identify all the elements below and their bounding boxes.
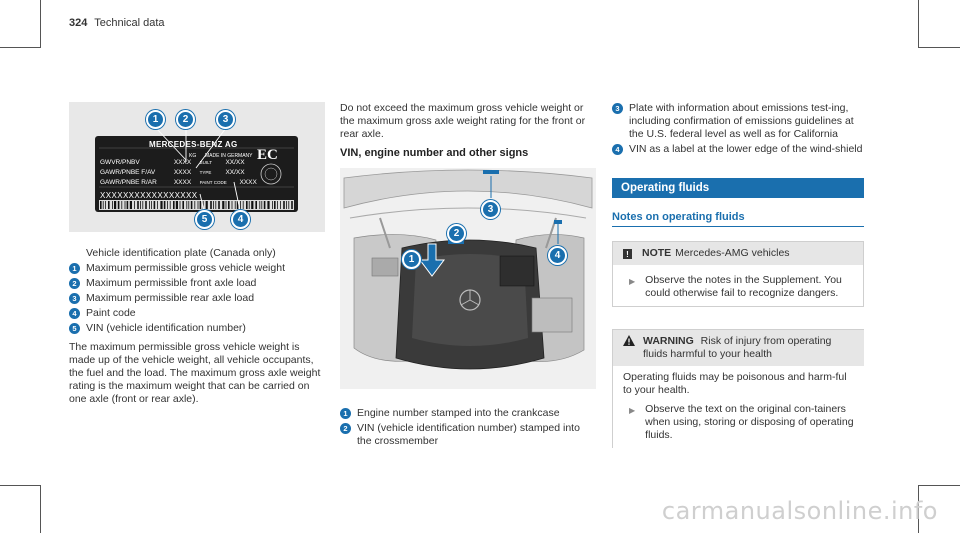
warning-text: Operating fluids may be poisonous and ha… — [623, 371, 847, 396]
warning-triangle-icon — [623, 335, 635, 346]
engine-callout-1: 1 — [402, 250, 421, 269]
plate-brand: MERCEDES-BENZ AG — [149, 140, 238, 149]
exclamation-icon: ! — [623, 249, 632, 259]
crop-mark — [0, 485, 40, 486]
callout-number: 3 — [612, 103, 623, 114]
intro-paragraph: Do not exceed the maximum gross vehicle … — [340, 102, 586, 140]
callout-number: 4 — [69, 308, 80, 319]
callout-number: 2 — [340, 423, 351, 434]
watermark: carmanualsonline.info — [661, 497, 938, 525]
plate-callout-5: 5 — [195, 210, 214, 229]
subsection-heading: Notes on operating fluids — [612, 211, 864, 227]
note-header: ! NOTE Mercedes-AMG vehicles — [613, 242, 863, 265]
engine-bay-figure: 1 2 3 4 — [340, 168, 596, 389]
section-bar: Operating fluids — [612, 178, 864, 198]
engine-callout-2: 2 — [447, 224, 466, 243]
plate-callout-3: 3 — [216, 110, 235, 129]
crop-mark — [918, 485, 919, 533]
triangle-bullet-icon: ▶ — [629, 277, 636, 286]
triangle-bullet-icon: ▶ — [629, 406, 636, 415]
plate-callout-2: 2 — [176, 110, 195, 129]
page-header: 324 Technical data — [69, 17, 165, 29]
page-number: 324 — [69, 17, 88, 29]
warning-body: Operating fluids may be poisonous and ha… — [613, 366, 864, 448]
note-body: ▶ Observe the notes in the Supplement. Y… — [613, 265, 863, 306]
plate-vin: XXXXXXXXXXXXXXXXX — [100, 191, 198, 200]
plate-callout-1: 1 — [146, 110, 165, 129]
ec-mark: EC — [257, 147, 278, 163]
plate-callout-4: 4 — [231, 210, 250, 229]
middle-column: Do not exceed the maximum gross vehicle … — [340, 102, 596, 450]
list-item: ▶ Observe the text on the original con-t… — [629, 403, 854, 441]
plate-row: GAWR/PNBE F/AV XXXX TYPE XX/XX — [100, 169, 245, 176]
crop-mark — [0, 47, 40, 48]
engine-callout-4: 4 — [548, 246, 567, 265]
callout-number: 4 — [612, 144, 623, 155]
callout-number: 2 — [69, 278, 80, 289]
warning-box: WARNING Risk of injury from operating fl… — [612, 329, 864, 448]
section-name: Technical data — [94, 17, 165, 29]
crop-mark — [918, 47, 960, 48]
crop-mark — [40, 485, 41, 533]
warning-header: WARNING Risk of injury from operating fl… — [613, 330, 864, 366]
crop-mark — [918, 0, 919, 48]
plate-kg: KG — [189, 153, 197, 159]
plate-row: GAWR/PNBE R/AR XXXX PAINT CODE XXXX — [100, 179, 257, 186]
callout-number: 1 — [69, 263, 80, 274]
list-item: ▶ Observe the notes in the Supplement. Y… — [629, 274, 842, 299]
label-plate-figure: MERCEDES-BENZ AG KG MADE IN GERMANY GWVR… — [69, 102, 325, 232]
crop-mark — [918, 485, 960, 486]
note-title: Mercedes-AMG vehicles — [675, 247, 790, 259]
left-column: MERCEDES-BENZ AG KG MADE IN GERMANY GWVR… — [69, 102, 325, 411]
crop-mark — [40, 0, 41, 48]
callout-number: 5 — [69, 323, 80, 334]
plate-row: GWVR/PNBV XXXX BUILT XX/XX — [100, 159, 245, 166]
engine-bay-illustration — [343, 169, 593, 370]
label-plate-illustration — [95, 127, 298, 216]
barcode — [99, 200, 294, 210]
warning-label: WARNING — [643, 335, 694, 347]
callout-number: 1 — [340, 408, 351, 419]
section-heading: VIN, engine number and other signs — [340, 147, 529, 159]
note-box: ! NOTE Mercedes-AMG vehicles ▶ Observe t… — [612, 241, 864, 307]
plate-caption: Vehicle identification plate (Canada onl… — [86, 247, 276, 259]
plate-made-in: MADE IN GERMANY — [205, 153, 253, 159]
callout-number: 3 — [69, 293, 80, 304]
note-label: NOTE — [642, 247, 672, 259]
weight-paragraph: The maximum permissible gross vehicle we… — [69, 341, 321, 405]
engine-callout-3: 3 — [481, 200, 500, 219]
warning-title: Risk of injury from operating fluids har… — [643, 335, 832, 360]
